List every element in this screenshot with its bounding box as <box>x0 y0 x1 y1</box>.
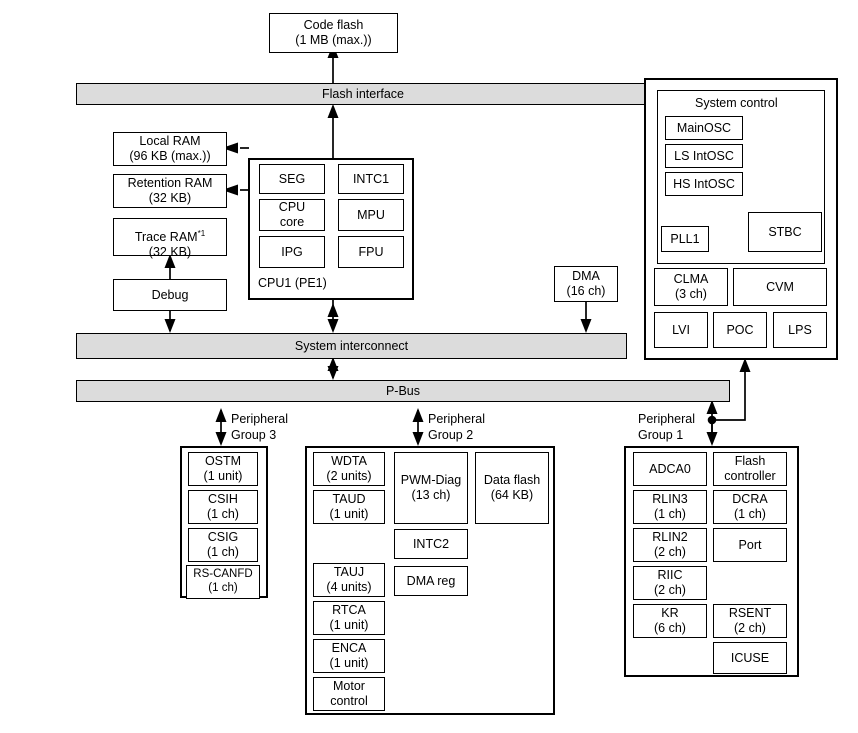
trace-ram-footnote: *1 <box>197 229 206 239</box>
ostm-box: OSTM (1 unit) <box>188 452 258 486</box>
flash-interface-bar: Flash interface <box>76 83 650 105</box>
intc2-box: INTC2 <box>394 529 468 559</box>
tauj-box: TAUJ (4 units) <box>313 563 385 597</box>
peripheral-group-1-caption: Peripheral Group 1 <box>638 412 695 442</box>
cpu-block-intc1: INTC1 <box>338 164 404 194</box>
rlin2-box: RLIN2 (2 ch) <box>633 528 707 562</box>
cpu-block-cpu-core: CPU core <box>259 199 325 231</box>
cpu1-title: CPU1 (PE1) <box>258 276 327 290</box>
kr-box: KR (6 ch) <box>633 604 707 638</box>
system-control-title: System control <box>695 96 778 110</box>
rlin3-box: RLIN3 (1 ch) <box>633 490 707 524</box>
cpu-block-fpu: FPU <box>338 236 404 268</box>
stbc-box: STBC <box>748 212 822 252</box>
system-interconnect-bar: System interconnect <box>76 333 627 359</box>
pwm-diag-box: PWM-Diag (13 ch) <box>394 452 468 524</box>
code-flash-box: Code flash (1 MB (max.)) <box>269 13 398 53</box>
dma-box: DMA (16 ch) <box>554 266 618 302</box>
pll1-box: PLL1 <box>661 226 709 252</box>
cpu-block-mpu: MPU <box>338 199 404 231</box>
wdta-box: WDTA (2 units) <box>313 452 385 486</box>
mainosc-box: MainOSC <box>665 116 743 140</box>
clma-box: CLMA (3 ch) <box>654 268 728 306</box>
poc-box: POC <box>713 312 767 348</box>
dma-reg-box: DMA reg <box>394 566 468 596</box>
rs-canfd-box: RS-CANFD (1 ch) <box>186 565 260 599</box>
ls-intosc-box: LS IntOSC <box>665 144 743 168</box>
csig-box: CSIG (1 ch) <box>188 528 258 562</box>
local-ram-box: Local RAM (96 KB (max.)) <box>113 132 227 166</box>
rsent-box: RSENT (2 ch) <box>713 604 787 638</box>
data-flash-box: Data flash (64 KB) <box>475 452 549 524</box>
icuse-box: ICUSE <box>713 642 787 674</box>
cpu-block-ipg: IPG <box>259 236 325 268</box>
cpu-block-seg: SEG <box>259 164 325 194</box>
dcra-box: DCRA (1 ch) <box>713 490 787 524</box>
retention-ram-box: Retention RAM (32 KB) <box>113 174 227 208</box>
motor-control-box: Motor control <box>313 677 385 711</box>
trace-ram-box: Trace RAM*1 (32 KB) <box>113 218 227 259</box>
lps-box: LPS <box>773 312 827 348</box>
port-box: Port <box>713 528 787 562</box>
taud-box: TAUD (1 unit) <box>313 490 385 524</box>
lvi-box: LVI <box>654 312 708 348</box>
adca0-box: ADCA0 <box>633 452 707 486</box>
trace-ram-size: (32 KB) <box>148 244 192 259</box>
enca-box: ENCA (1 unit) <box>313 639 385 673</box>
hs-intosc-box: HS IntOSC <box>665 172 743 196</box>
debug-box: Debug <box>113 279 227 311</box>
peripheral-group-3-caption: Peripheral Group 3 <box>231 412 288 442</box>
trace-ram-label: Trace RAM*1 <box>135 214 205 245</box>
riic-box: RIIC (2 ch) <box>633 566 707 600</box>
trace-ram-name: Trace RAM <box>134 230 198 245</box>
peripheral-group-2-caption: Peripheral Group 2 <box>428 412 485 442</box>
csih-box: CSIH (1 ch) <box>188 490 258 524</box>
cvm-box: CVM <box>733 268 827 306</box>
p-bus-bar: P-Bus <box>76 380 730 402</box>
rtca-box: RTCA (1 unit) <box>313 601 385 635</box>
flash-controller-box: Flash controller <box>713 452 787 486</box>
